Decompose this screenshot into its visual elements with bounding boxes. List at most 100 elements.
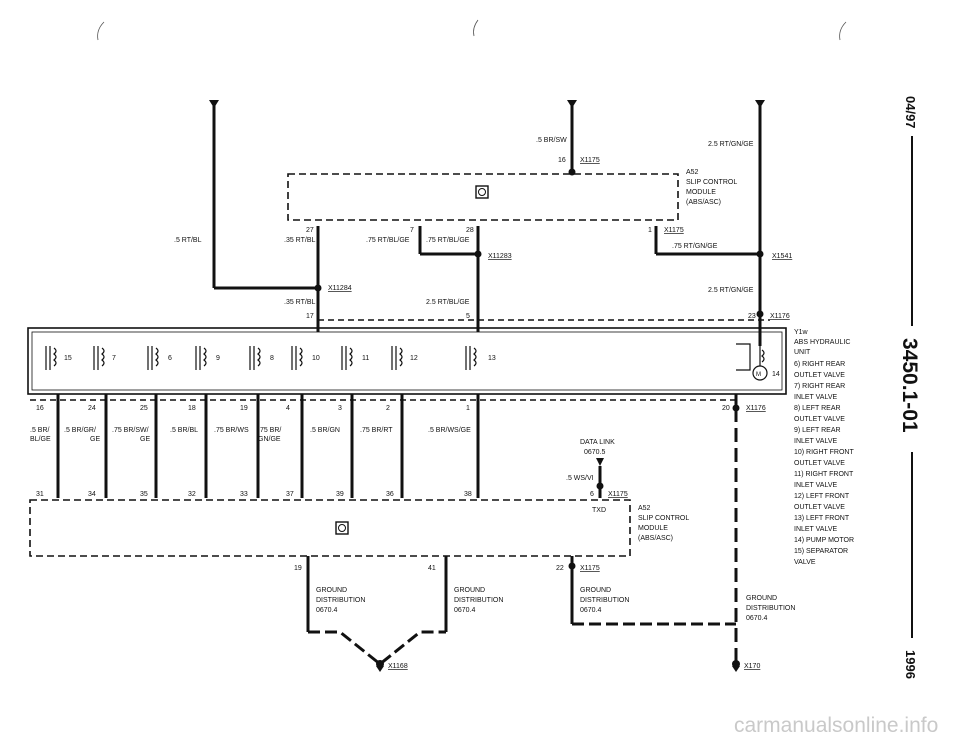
pin-number: 17 (306, 313, 314, 320)
ground-terminals (376, 666, 740, 672)
connector-label: X1176 (770, 313, 790, 320)
ground-labels: GROUND DISTRIBUTION 0670.4 GROUND DISTRI… (316, 587, 795, 622)
legend-line: OUTLET VALVE (794, 460, 845, 467)
page-number: 3450.1-01 (898, 338, 921, 433)
connector-label: X1175 (580, 157, 600, 164)
data-link-ref: 0670.5 (584, 449, 606, 456)
legend-line: OUTLET VALVE (794, 416, 845, 423)
connector-label: X1175 (608, 491, 628, 498)
legend-line: INLET VALVE (794, 394, 838, 401)
legend-line: ABS HYDRAULIC (794, 339, 850, 346)
pin-number: 28 (466, 227, 474, 234)
pin-number: 38 (464, 491, 472, 498)
year-stamp: 1996 (903, 650, 918, 679)
pin-number: 36 (386, 491, 394, 498)
legend-line: 7) RIGHT REAR (794, 383, 845, 390)
legend-line: OUTLET VALVE (794, 504, 845, 511)
legend-line: 6) RIGHT REAR (794, 361, 845, 368)
ground-wires (306, 556, 736, 666)
top-module-symbol (475, 185, 489, 199)
top-module-label-2: SLIP CONTROL (686, 179, 737, 186)
bottom-module-label-4: (ABS/ASC) (638, 535, 673, 542)
pin-number: 2 (386, 405, 390, 412)
wire-label: .75 RT/BL/GE (366, 237, 410, 244)
bottom-module-label-2: SLIP CONTROL (638, 515, 689, 522)
wire-label: .75 RT/GN/GE (672, 243, 718, 250)
wire-label: .5 WS/VI (566, 475, 594, 482)
pin-number: 19 (240, 405, 248, 412)
top-module-label-1: A52 (686, 169, 699, 176)
legend-line: 9) LEFT REAR (794, 427, 841, 434)
ground-label: GROUND (454, 587, 485, 594)
legend-line: INLET VALVE (794, 482, 838, 489)
ground-label: DISTRIBUTION (454, 597, 503, 604)
bottom-module-label-1: A52 (638, 505, 651, 512)
connector-label: X1175 (580, 565, 600, 572)
pin-number: 34 (88, 491, 96, 498)
pin-number: 16 (36, 405, 44, 412)
pin-number: 19 (294, 565, 302, 572)
legend-line: OUTLET VALVE (794, 372, 845, 379)
connector-label: X11283 (488, 253, 512, 260)
valve-number: 12 (410, 355, 418, 362)
pin-number: 18 (188, 405, 196, 412)
valve-number: 7 (112, 355, 116, 362)
top-module-label-4: (ABS/ASC) (686, 199, 721, 206)
wire-label: .5 BR/ (30, 427, 50, 434)
valve-11 (341, 346, 353, 370)
valve-13 (465, 346, 477, 370)
valve-6 (147, 346, 159, 370)
pin-number: 24 (88, 405, 96, 412)
top-module-label-3: MODULE (686, 189, 716, 196)
wire-label: 2.5 RT/GN/GE (708, 141, 754, 148)
legend-line: UNIT (794, 349, 811, 356)
valve-12 (391, 346, 403, 370)
ground-label: GROUND (580, 587, 611, 594)
legend-line: 8) LEFT REAR (794, 405, 841, 412)
wire-label: .5 BR/BL (170, 427, 198, 434)
hydraulic-legend: Y1w ABS HYDRAULIC UNIT 6) RIGHT REAR OUT… (794, 329, 854, 566)
date-stamp: 04/97 (903, 96, 918, 129)
valve-8 (249, 346, 261, 370)
ground-label: GROUND (746, 595, 777, 602)
wire-label: .75 BR/ (258, 427, 281, 434)
pin-number: 5 (466, 313, 470, 320)
pin-number: 39 (336, 491, 344, 498)
wire-label: .75 BR/WS (214, 427, 249, 434)
bottom-module-label-3: MODULE (638, 525, 668, 532)
valve-number: 10 (312, 355, 320, 362)
page-info: 04/97 3450.1-01 1996 (898, 96, 921, 679)
top-module-box (287, 173, 679, 221)
ground-label: DISTRIBUTION (580, 597, 629, 604)
valve-number: 15 (64, 355, 72, 362)
pin-number: 25 (140, 405, 148, 412)
pin-number: 1 (648, 227, 652, 234)
pump-motor: M (736, 343, 768, 381)
ground-label: 0670.4 (580, 607, 602, 614)
valve-number: 11 (362, 355, 369, 362)
svg-text:M: M (756, 372, 761, 378)
pins-low: 31 34 35 32 33 37 39 36 38 6 X1175 (36, 491, 628, 498)
wire-label: .5 BR/GR/ (64, 427, 96, 434)
top-wires (212, 104, 762, 320)
pin-number: 4 (286, 405, 290, 412)
pin-number: 33 (240, 491, 248, 498)
ground-label: 0670.4 (316, 607, 338, 614)
legend-line: 12) LEFT FRONT (794, 493, 850, 500)
pins-bottom: 19 41 22 X1175 (294, 565, 600, 572)
legend-line: 11) RIGHT FRONT (794, 471, 854, 478)
data-link: DATA LINK 0670.5 .5 WS/VI (566, 439, 615, 486)
wire-label: GE (90, 436, 100, 443)
legend-line: 13) LEFT FRONT (794, 515, 850, 522)
mid-wires (56, 394, 738, 498)
wire-label: .35 RT/BL (284, 299, 315, 306)
wire-label: .5 BR/SW (536, 137, 567, 144)
ground-label: DISTRIBUTION (316, 597, 365, 604)
legend-line: 10) RIGHT FRONT (794, 449, 854, 456)
ground-label: 0670.4 (746, 615, 768, 622)
pin-number: 1 (466, 405, 470, 412)
pin-number: 23 (748, 313, 756, 320)
valve-number: 13 (488, 355, 496, 362)
ground-label: GROUND (316, 587, 347, 594)
